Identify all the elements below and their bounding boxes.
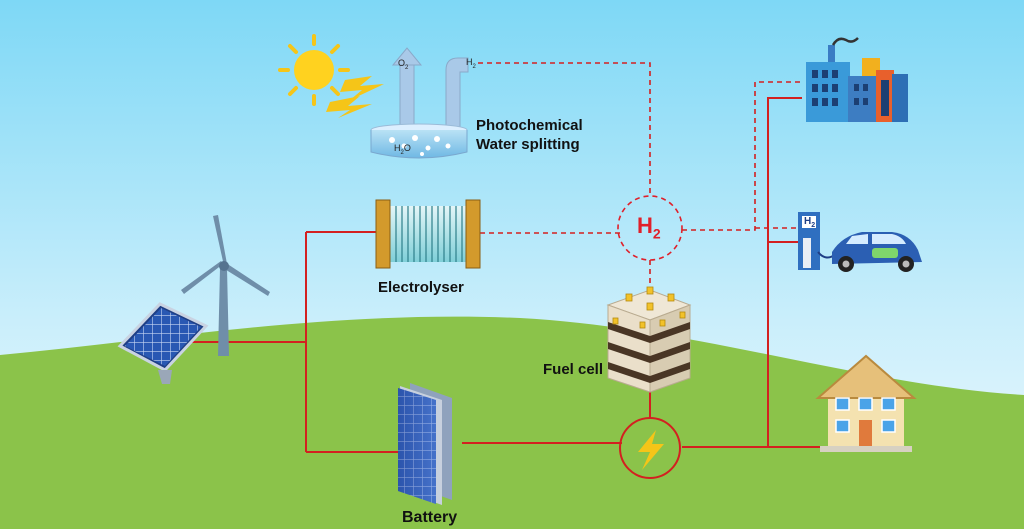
line-renewables-bus [190,231,398,453]
h2-line-photochem [478,62,651,196]
electrolyser-icon [375,199,481,269]
h2o-o: O [403,143,411,153]
o2-subscript: 2 [405,64,409,71]
sun-icon [278,34,350,106]
h2o-subscript: 2 [400,149,404,156]
station-h2-sign: H2 [804,216,815,229]
station-sign-symbol: H [804,216,812,227]
o2-label: O2 [398,58,408,71]
solar-panel-icon [117,302,209,384]
h2-line-consumers [682,81,802,231]
hydrogen-lines [478,62,802,292]
h2-molecule-symbol: H [466,57,473,67]
photochemical-label-line2: Water splitting [476,136,580,153]
h2-hub-circle [617,195,683,261]
line-bus-factory [767,97,802,447]
battery-icon [398,383,452,505]
fuel-cell-icon [606,286,692,393]
h2o-label: H2O [394,143,411,156]
photochemical-label-line1: Photochemical [476,117,583,134]
house-icon [815,354,917,452]
h2o-h: H [394,143,401,153]
h2-hub-subscript: 2 [652,225,661,242]
h2-hub-label: H2 [637,213,661,241]
station-sign-subscript: 2 [811,222,816,229]
wind-turbine-icon [181,215,270,356]
fuel-cell-label: Fuel cell [543,361,604,378]
sunlight-bolts [326,76,384,118]
battery-label: Battery [402,509,458,526]
electrolyser-label: Electrolyser [378,279,464,296]
o2-symbol: O [398,58,406,68]
photochemical-cell-icon [370,47,469,159]
h2-molecule-label: H2 [466,57,476,70]
photochemical-label: Photochemical Water splitting [476,116,583,154]
h2-molecule-subscript: 2 [472,63,476,70]
power-bolt-icon [619,417,681,479]
h2-hub-symbol: H [637,213,653,238]
power-lines [190,97,822,453]
factory-icon [806,37,908,122]
hydrogen-car-icon [798,212,922,272]
